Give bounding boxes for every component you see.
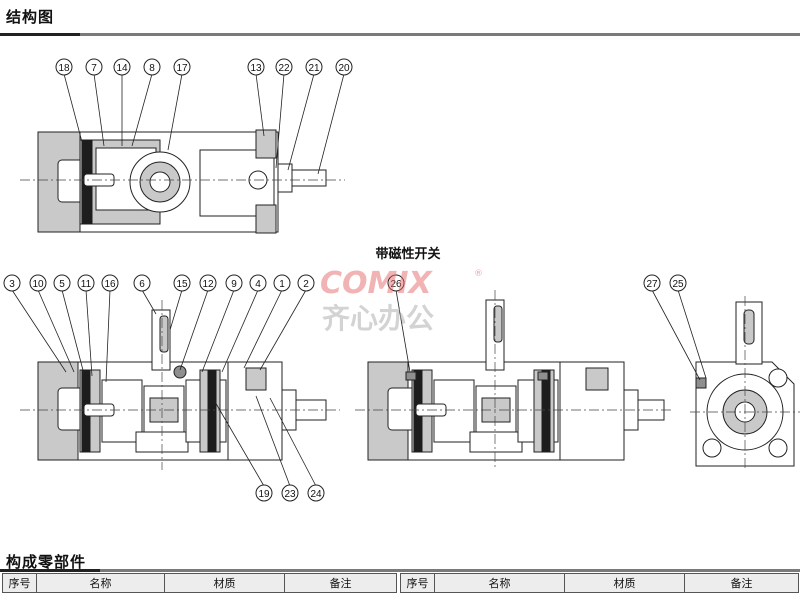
watermark-registered: ® [474, 269, 483, 279]
side-view-key [743, 309, 755, 345]
svg-text:24: 24 [310, 489, 322, 500]
switch-view-right-seal [541, 369, 551, 453]
svg-text:23: 23 [284, 489, 296, 500]
top-view [20, 129, 345, 234]
svg-text:12: 12 [202, 279, 214, 290]
svg-text:26: 26 [390, 279, 402, 290]
svg-text:5: 5 [59, 279, 65, 290]
parts-table-left: 序号 名称 材质 备注 [2, 573, 397, 593]
front-view-balloons: 3 10 5 11 16 6 15 12 9 4 1 2 19 23 24 [3, 274, 325, 502]
col-header-name: 名称 [36, 573, 165, 593]
switch-view-bearing [469, 431, 523, 453]
svg-text:3: 3 [9, 279, 15, 290]
watermark: COMIX ® 齐心办公 [320, 266, 483, 335]
structure-drawing: 18 7 14 8 17 13 22 21 20 [3, 58, 800, 502]
svg-text:2: 2 [303, 279, 309, 290]
svg-text:17: 17 [176, 63, 188, 74]
col-header-material: 材质 [164, 573, 285, 593]
svg-text:4: 4 [255, 279, 261, 290]
front-view-right-seal [207, 369, 217, 453]
top-view-balloons: 18 7 14 8 17 13 22 21 20 [55, 58, 353, 175]
side-view [690, 296, 800, 470]
front-view-port [245, 367, 267, 391]
svg-text:18: 18 [58, 63, 70, 74]
col-header-index: 序号 [400, 573, 435, 593]
switch-view-magnet-left [405, 371, 417, 381]
svg-text:22: 22 [278, 63, 290, 74]
section-title: 结构图 [6, 8, 55, 26]
col-header-index: 序号 [2, 573, 37, 593]
col-header-name: 名称 [434, 573, 565, 593]
top-view-switch-upper [255, 129, 277, 159]
col-header-material: 材质 [564, 573, 685, 593]
switch-view [355, 290, 672, 470]
top-view-nut [277, 163, 293, 193]
col-header-remarks: 备注 [284, 573, 397, 593]
svg-text:13: 13 [250, 63, 262, 74]
title-rule-gray [80, 33, 800, 36]
svg-text:16: 16 [104, 279, 116, 290]
switch-view-port [585, 367, 609, 391]
title-rule-dark [0, 33, 80, 36]
watermark-chinese: 齐心办公 [322, 302, 434, 335]
svg-text:25: 25 [672, 279, 684, 290]
parts-rule-gray [100, 569, 800, 572]
magnetic-switch-label: 带磁性开关 [375, 246, 440, 262]
svg-text:7: 7 [91, 63, 97, 74]
svg-text:1: 1 [279, 279, 285, 290]
svg-text:27: 27 [646, 279, 658, 290]
svg-text:8: 8 [149, 63, 155, 74]
side-view-bolt-bl [702, 438, 722, 458]
watermark-logo: COMIX [320, 266, 434, 301]
svg-text:10: 10 [32, 279, 44, 290]
top-view-switch-lower [255, 204, 277, 234]
svg-text:14: 14 [116, 63, 128, 74]
svg-text:15: 15 [176, 279, 188, 290]
front-view-magnet [173, 365, 187, 379]
side-view-bolt-br [768, 438, 788, 458]
svg-text:20: 20 [338, 63, 350, 74]
parts-table-right: 序号 名称 材质 备注 [400, 573, 799, 593]
svg-text:19: 19 [258, 489, 270, 500]
top-view-shaft [149, 171, 171, 193]
parts-title: 构成零部件 [6, 553, 87, 571]
front-view [20, 300, 340, 470]
side-view-bolt-tr [768, 368, 788, 388]
side-view-balloons: 27 25 [643, 274, 707, 381]
front-view-key [159, 315, 169, 353]
switch-view-key [493, 305, 503, 343]
switch-view-balloons: 26 [387, 274, 411, 373]
parts-rule-dark [0, 569, 100, 572]
side-view-switch [695, 377, 707, 389]
svg-text:6: 6 [139, 279, 145, 290]
svg-text:11: 11 [81, 279, 92, 290]
top-view-adjust-bolt [291, 169, 327, 187]
svg-text:9: 9 [231, 279, 237, 290]
switch-view-magnet-right [537, 371, 549, 381]
col-header-remarks: 备注 [684, 573, 799, 593]
svg-text:21: 21 [308, 63, 320, 74]
